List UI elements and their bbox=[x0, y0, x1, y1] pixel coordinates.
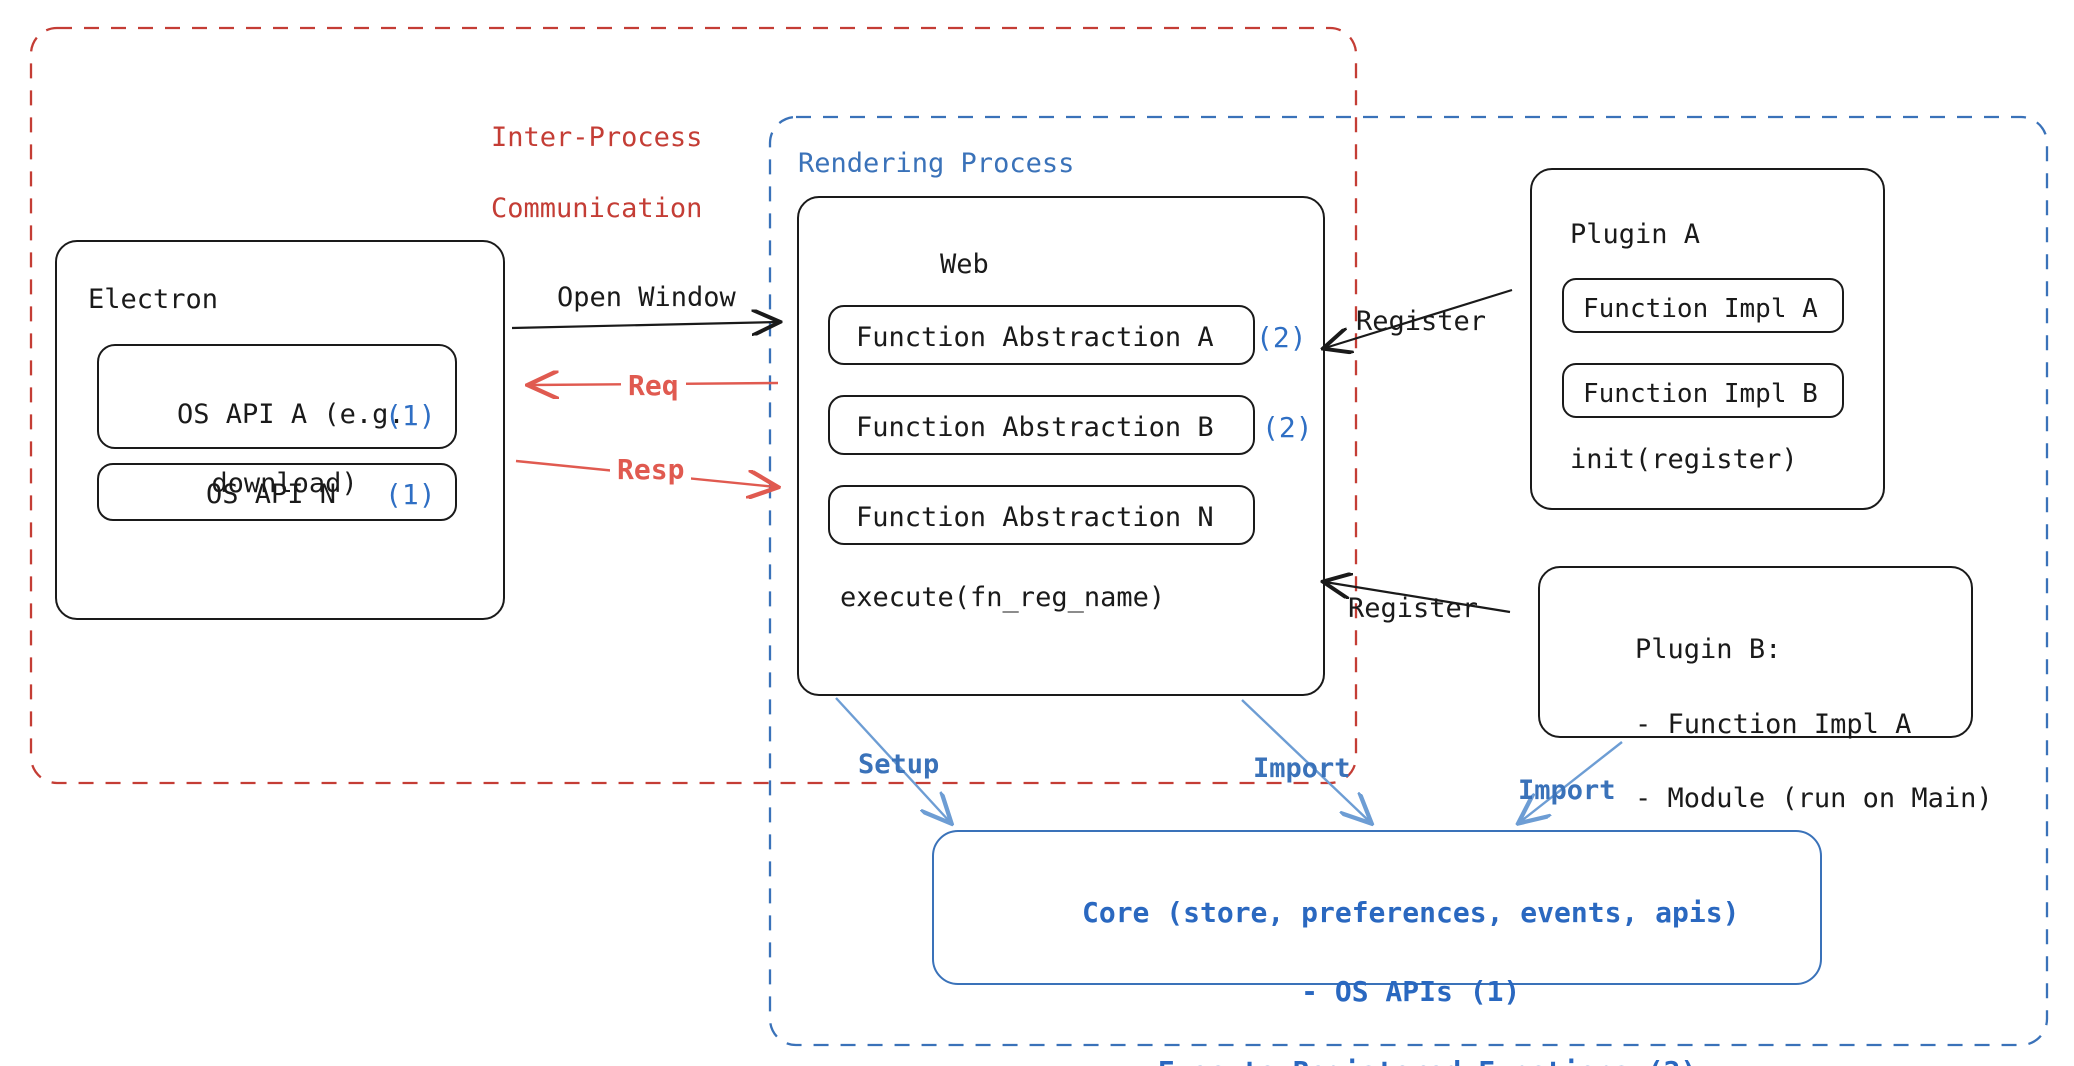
edge-label-req: Req bbox=[621, 368, 686, 404]
plugin-a-footer: init(register) bbox=[1570, 444, 1798, 475]
node-core[interactable] bbox=[932, 830, 1822, 985]
edge-label-register-a: Register bbox=[1356, 306, 1487, 337]
core-line2: - OS APIs (1) bbox=[1301, 975, 1521, 1009]
node-plugin-a[interactable] bbox=[1530, 168, 1885, 510]
function-abstraction-n-label: Function Abstraction N bbox=[856, 502, 1214, 533]
edge-label-resp: Resp bbox=[610, 452, 692, 488]
node-function-abstraction-a[interactable] bbox=[828, 305, 1255, 365]
node-web[interactable] bbox=[797, 196, 1325, 696]
os-api-a-line2: download) bbox=[211, 467, 358, 499]
edge-open-window bbox=[511, 322, 778, 328]
rendering-group-label: Rendering Process bbox=[798, 148, 1075, 179]
plugin-a-title: Plugin A bbox=[1570, 219, 1701, 250]
os-api-a-label: OS API A (e.g. download) bbox=[112, 363, 405, 536]
plugin-b-content: Plugin B: - Function Impl A - Module (ru… bbox=[1570, 594, 1993, 855]
edge-label-register-b: Register bbox=[1348, 593, 1479, 624]
plugin-b-title: Plugin B: bbox=[1635, 634, 1782, 666]
node-os-api-a[interactable] bbox=[97, 344, 457, 449]
edge-label-setup: Setup bbox=[858, 749, 940, 780]
ipc-label-line1: Inter-Process bbox=[491, 121, 703, 153]
core-line3: - Execute Registered Functions (2) bbox=[1124, 1055, 1697, 1066]
plugin-b-line2: - Module (run on Main) bbox=[1635, 783, 1993, 815]
edge-label-open-window: Open Window bbox=[557, 282, 736, 313]
function-abstraction-a-marker: (2) bbox=[1256, 321, 1307, 354]
plugin-a-impl-b-label: Function Impl B bbox=[1583, 379, 1818, 409]
plugin-b-line1: - Function Impl A bbox=[1635, 708, 1912, 740]
node-plugin-a-impl-a[interactable] bbox=[1562, 278, 1844, 333]
function-abstraction-b-marker: (2) bbox=[1262, 411, 1313, 444]
core-content: Core (store, preferences, events, apis) … bbox=[932, 853, 1822, 1066]
function-abstraction-b-label: Function Abstraction B bbox=[856, 412, 1214, 443]
web-title: Web bbox=[940, 249, 989, 280]
os-api-a-marker: (1) bbox=[385, 399, 436, 432]
plugin-a-impl-a-label: Function Impl A bbox=[1583, 294, 1818, 324]
electron-title: Electron bbox=[88, 284, 219, 315]
node-plugin-b[interactable] bbox=[1538, 566, 1973, 738]
core-line1: Core (store, preferences, events, apis) bbox=[1081, 895, 1740, 929]
node-plugin-a-impl-b[interactable] bbox=[1562, 363, 1844, 418]
edge-label-import-plugin-b: Import bbox=[1518, 775, 1616, 806]
edge-label-import-web: Import bbox=[1253, 753, 1351, 784]
os-api-n-marker: (1) bbox=[385, 478, 436, 511]
node-function-abstraction-n[interactable] bbox=[828, 485, 1255, 545]
node-electron[interactable] bbox=[55, 240, 505, 620]
node-function-abstraction-b[interactable] bbox=[828, 395, 1255, 455]
node-os-api-n[interactable] bbox=[97, 463, 457, 521]
function-abstraction-a-label: Function Abstraction A bbox=[856, 322, 1214, 353]
web-footer: execute(fn_reg_name) bbox=[840, 582, 1166, 613]
os-api-a-line1: OS API A (e.g. bbox=[177, 398, 405, 430]
ipc-group-label: Inter-Process Communication bbox=[426, 84, 702, 262]
os-api-n-label: OS API N bbox=[206, 479, 337, 510]
ipc-label-line2: Communication bbox=[491, 192, 703, 224]
